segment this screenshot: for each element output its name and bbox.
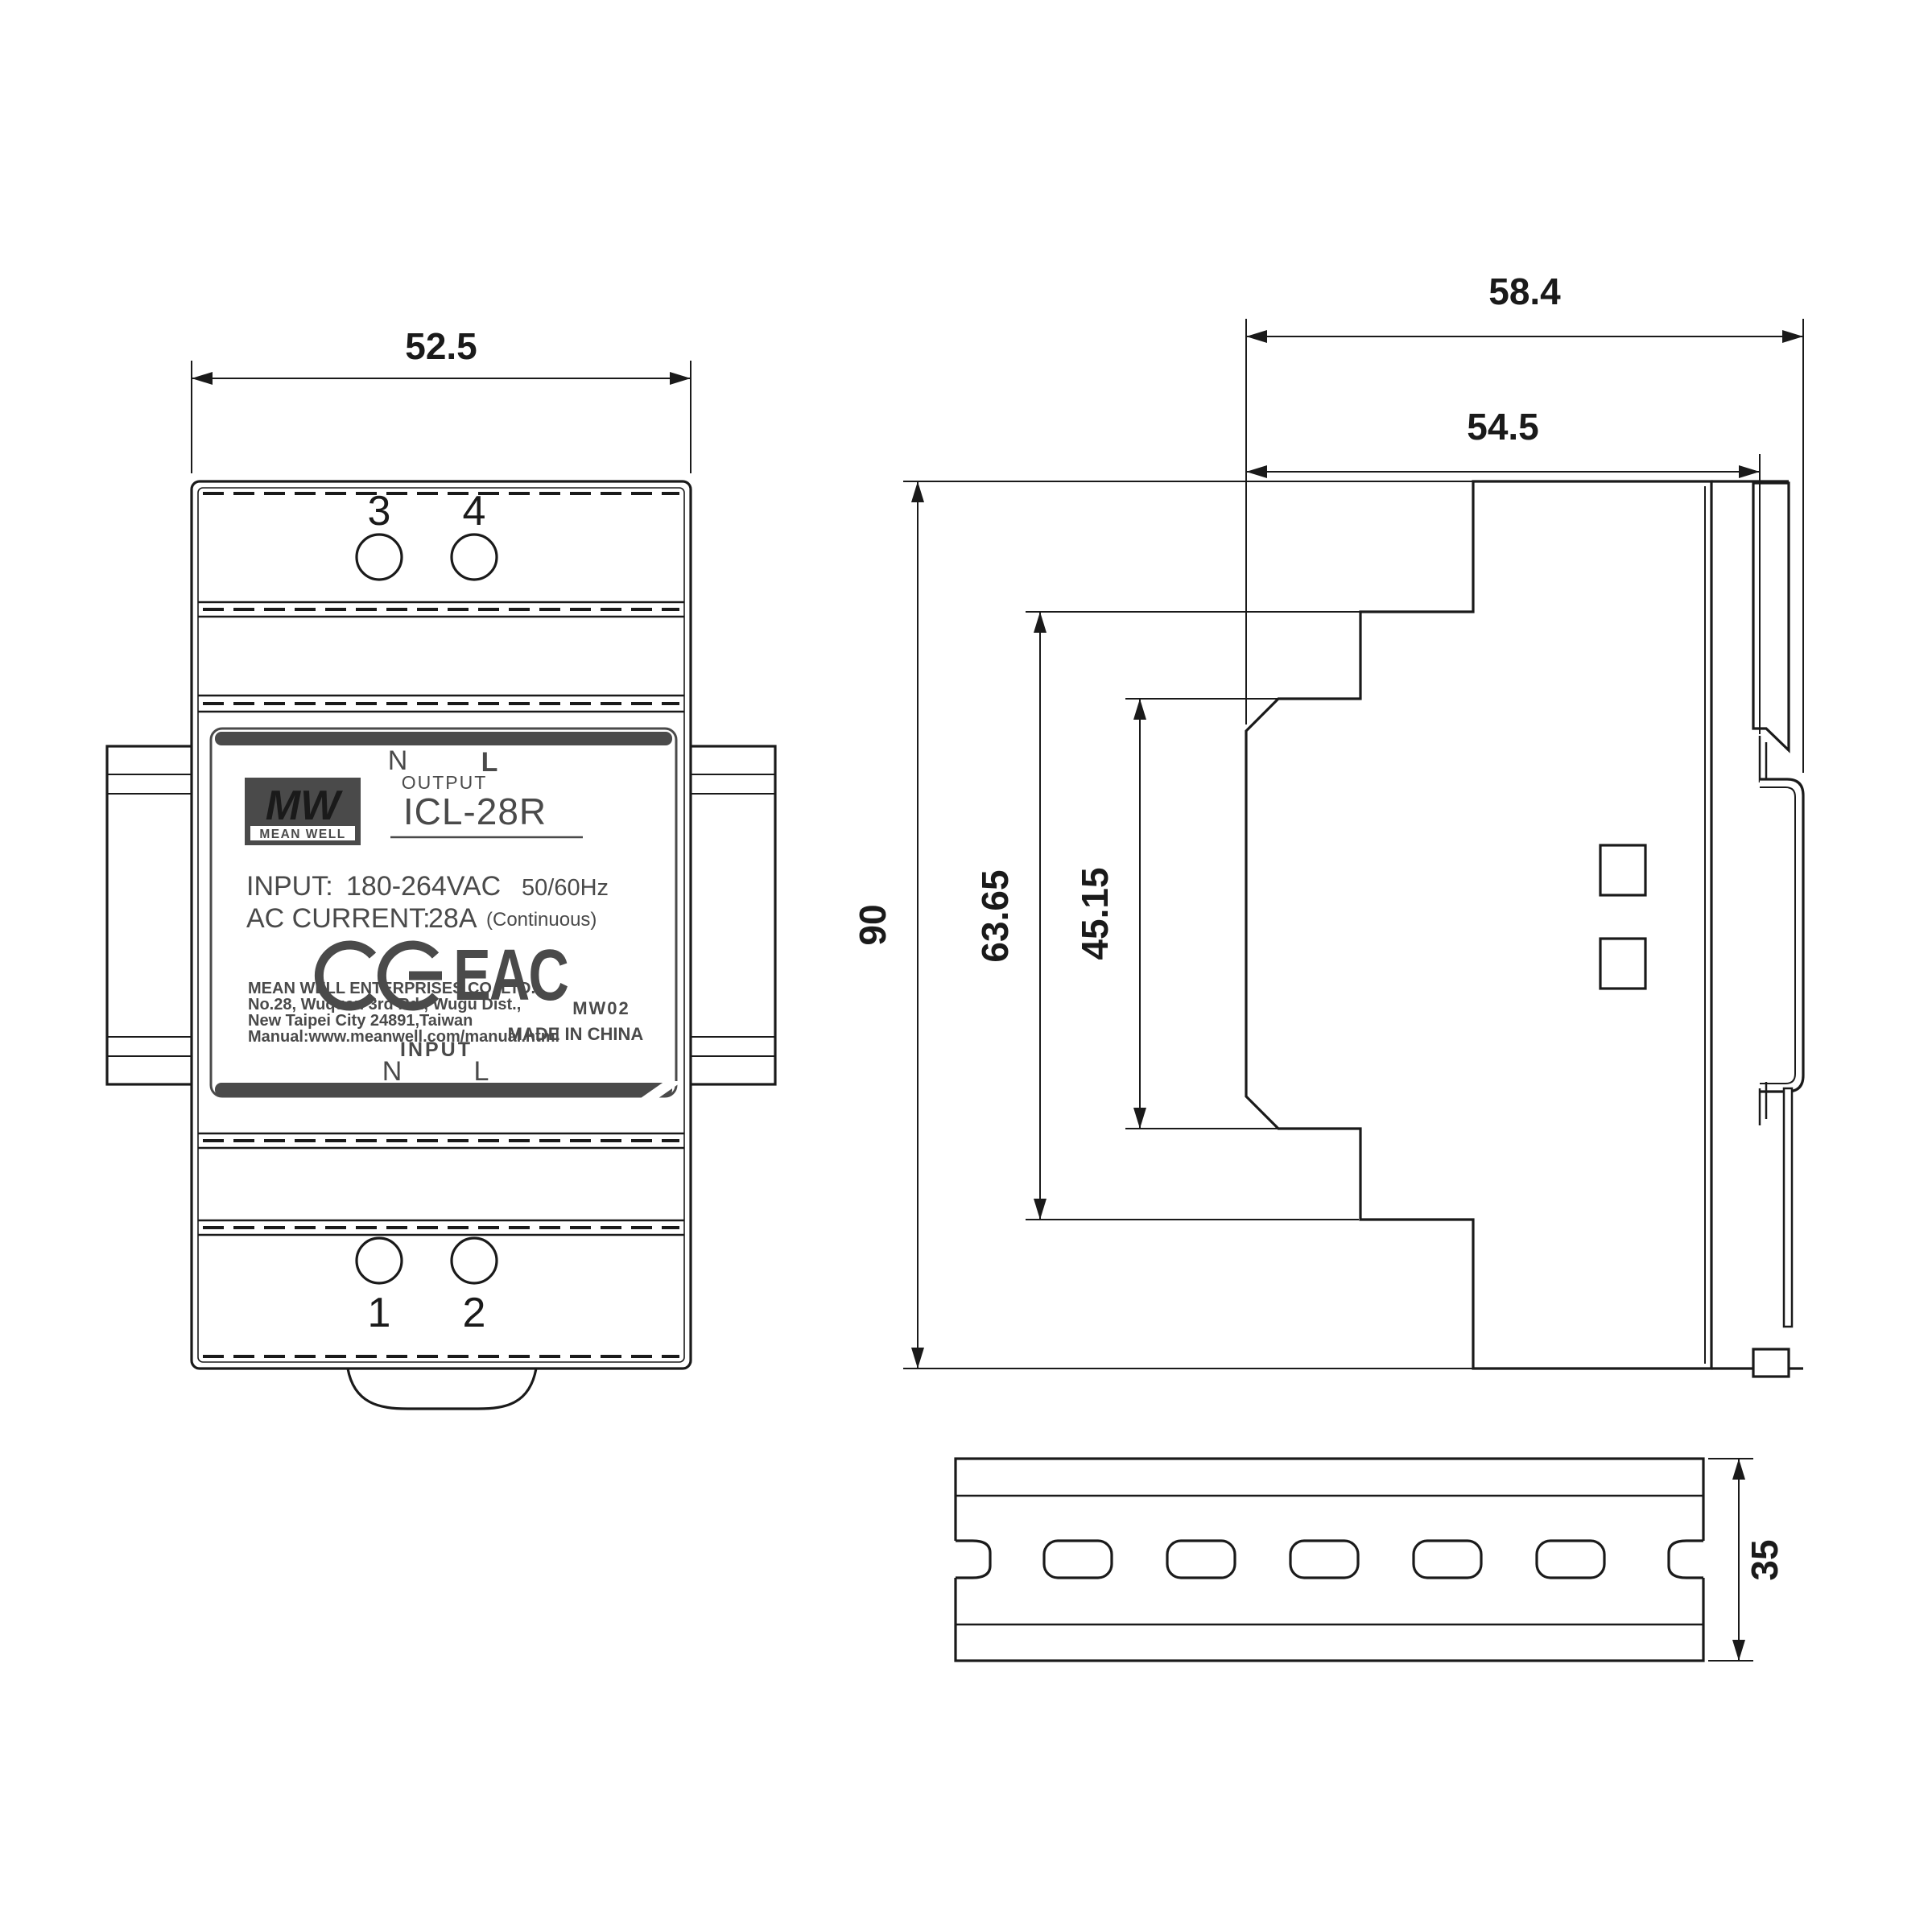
dim-height: 90	[852, 481, 1473, 1369]
terminal-2-screw	[450, 1236, 498, 1285]
vent-band-1	[198, 601, 684, 618]
label-header-bar	[215, 732, 672, 745]
dim-step-outer: 63.65	[974, 611, 1465, 1220]
vent-bands	[198, 492, 684, 1358]
case-front-inner-edge	[197, 487, 685, 1363]
eac-mark-icon: EAC	[453, 935, 568, 1016]
mw-logo-meanwell: MEAN WELL	[259, 828, 345, 841]
vent-band-2	[198, 694, 684, 713]
rail-slot	[1042, 1539, 1113, 1579]
address-line-1: MEAN WELL ENTERPRISES CO.,LTD.	[248, 980, 535, 997]
dim-depth-body: 54.5	[1246, 406, 1761, 734]
dim-depth-total-value: 58.4	[1488, 270, 1561, 312]
input-n-mark: N	[382, 1056, 402, 1087]
model-number: ICL-28R	[403, 791, 547, 832]
mw-logo: MW MEAN WELL	[245, 778, 361, 845]
vent-band-4	[198, 1219, 684, 1236]
rev-code: MW02	[572, 998, 630, 1018]
clip-release-tab	[1752, 1348, 1790, 1378]
rail-slot	[1412, 1539, 1483, 1579]
input-freq: 50/60Hz	[522, 875, 609, 901]
rail-edge-notch-right	[1667, 1539, 1703, 1579]
vent-band-3	[198, 1132, 684, 1150]
din-release-bump	[346, 1368, 538, 1410]
terminal-2-label: 2	[463, 1290, 486, 1336]
side-view	[1245, 480, 1805, 1378]
din-rail-view	[954, 1457, 1705, 1662]
din-rail-hat-outer	[1760, 778, 1805, 1093]
rail-tab-right-body	[679, 745, 777, 1086]
rail-edge-notch-left	[956, 1539, 992, 1579]
terminal-4-label: 4	[463, 488, 486, 535]
terminal-3-screw	[355, 533, 403, 581]
rail-slot	[1166, 1539, 1236, 1579]
dim-height-value: 90	[852, 904, 894, 945]
terminal-4-screw	[450, 533, 498, 581]
label-footer-notch	[641, 1081, 683, 1098]
input-caption: INPUT	[400, 1038, 473, 1061]
terminal-1-screw	[355, 1236, 403, 1285]
clip-slide-bar	[1782, 1087, 1794, 1328]
made-in-china: MADE IN CHINA	[508, 1024, 644, 1044]
dim-step-inner: 45.15	[1074, 698, 1336, 1129]
din-mount-assembly	[1752, 481, 1805, 1378]
dim-step-outer-value: 63.65	[974, 869, 1016, 962]
front-view: 3 4 1 2 N L OUTPUT MW MEAN WELL	[105, 480, 777, 1410]
rail-slots	[954, 1539, 1705, 1579]
front-rail-tab-left	[105, 745, 203, 1086]
terminal-3-label: 3	[368, 488, 391, 535]
input-key: INPUT:	[246, 871, 333, 902]
terminal-1-label: 1	[368, 1290, 391, 1336]
dim-step-inner-value: 45.15	[1074, 867, 1116, 960]
case-side-profile	[1245, 480, 1713, 1370]
output-caption: OUTPUT	[402, 772, 488, 793]
label-plate: N L OUTPUT MW MEAN WELL ICL-28R INPUT: 1…	[209, 727, 683, 1098]
ce-mark-icon	[314, 940, 442, 1011]
rail-slot	[1535, 1539, 1606, 1579]
current-value: 28A	[428, 903, 477, 934]
input-l-mark: L	[474, 1056, 489, 1087]
front-rail-tab-right	[679, 745, 777, 1086]
clip-window-upper	[1599, 844, 1647, 897]
input-value: 180-264VAC	[346, 871, 501, 902]
rail-slot	[1289, 1539, 1360, 1579]
address-block: MEAN WELL ENTERPRISES CO.,LTD. No.28, Wu…	[248, 980, 559, 1046]
rail-tab-left-body	[105, 745, 203, 1086]
din-rail-hat-inner	[1760, 786, 1796, 1084]
clip-window-lower	[1599, 937, 1647, 990]
label-footer-bar	[215, 1083, 672, 1096]
dim-depth-body-value: 54.5	[1467, 406, 1539, 448]
dim-front-width-value: 52.5	[405, 325, 477, 367]
current-key: AC CURRENT:	[246, 903, 431, 934]
address-line-3: New Taipei City 24891,Taiwan	[248, 1012, 473, 1030]
output-n-mark: N	[388, 745, 408, 776]
mw-logo-strip	[250, 826, 355, 840]
address-line-4: Manual:www.meanwell.com/manual.html	[248, 1028, 559, 1046]
current-note: (Continuous)	[486, 909, 597, 931]
dim-front-width: 52.5	[191, 325, 691, 473]
dim-rail-height: 35	[1708, 1458, 1785, 1662]
dim-depth-total: 58.4	[1245, 270, 1804, 773]
address-line-2: No.28, Wuquan 3rd Rd., Wugu Dist.,	[248, 996, 521, 1013]
mount-tab-upper	[1752, 481, 1790, 753]
dim-rail-height-value: 35	[1744, 1539, 1785, 1580]
mw-logo-text: MW	[266, 782, 343, 829]
output-l-mark: L	[481, 747, 498, 778]
